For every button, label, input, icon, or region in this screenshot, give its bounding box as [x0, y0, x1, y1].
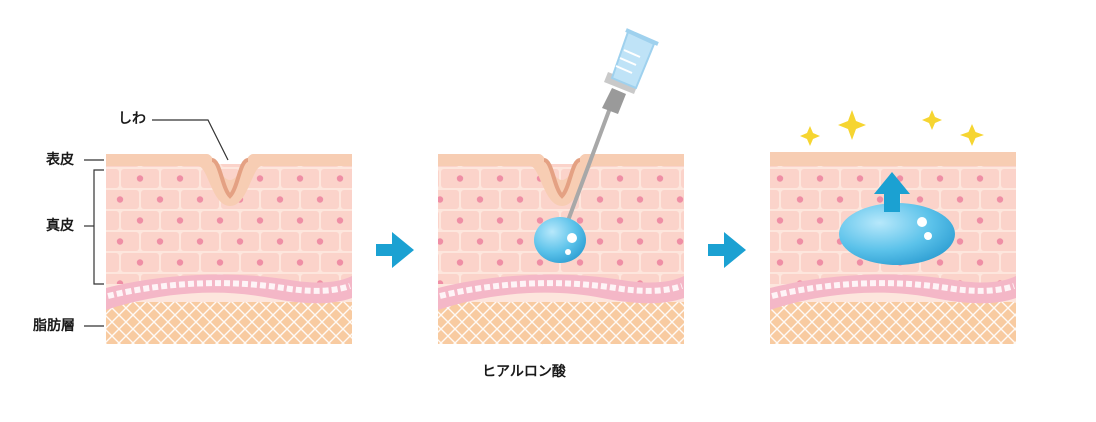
label-epidermis: 表皮	[46, 152, 74, 168]
sparkle-icons	[800, 110, 984, 146]
label-hyaluronic-acid: ヒアルロン酸	[482, 364, 566, 380]
panel-after	[770, 152, 1016, 344]
epidermis-layer	[106, 154, 352, 206]
sparkle-icon	[800, 126, 820, 146]
basement-membrane	[106, 274, 352, 310]
epidermis-layer	[770, 152, 1016, 166]
label-fat-layer: 脂肪層	[33, 318, 75, 334]
hyaluronic-acid-mass	[839, 203, 955, 265]
wrinkle-groove	[211, 158, 249, 199]
basement-membrane	[438, 274, 684, 310]
panel-injection	[438, 28, 684, 344]
arrow-right-icon	[708, 232, 746, 268]
dermis-bracket	[93, 169, 104, 285]
wrinkle-groove	[543, 158, 581, 199]
arrow-right-icon	[376, 232, 414, 268]
label-dermis: 真皮	[46, 218, 74, 234]
sparkle-icon	[922, 110, 942, 130]
wrinkle-leader	[152, 119, 229, 161]
sparkle-icon	[960, 124, 984, 146]
arrow-up-icon	[874, 172, 910, 212]
hyaluronic-acid-drop	[534, 217, 586, 263]
panel-before	[106, 154, 352, 344]
syringe-icon	[564, 28, 659, 228]
sparkle-icon	[838, 110, 866, 140]
basement-membrane	[770, 274, 1016, 310]
label-wrinkle: しわ	[118, 111, 146, 127]
epidermis-layer	[438, 154, 684, 206]
